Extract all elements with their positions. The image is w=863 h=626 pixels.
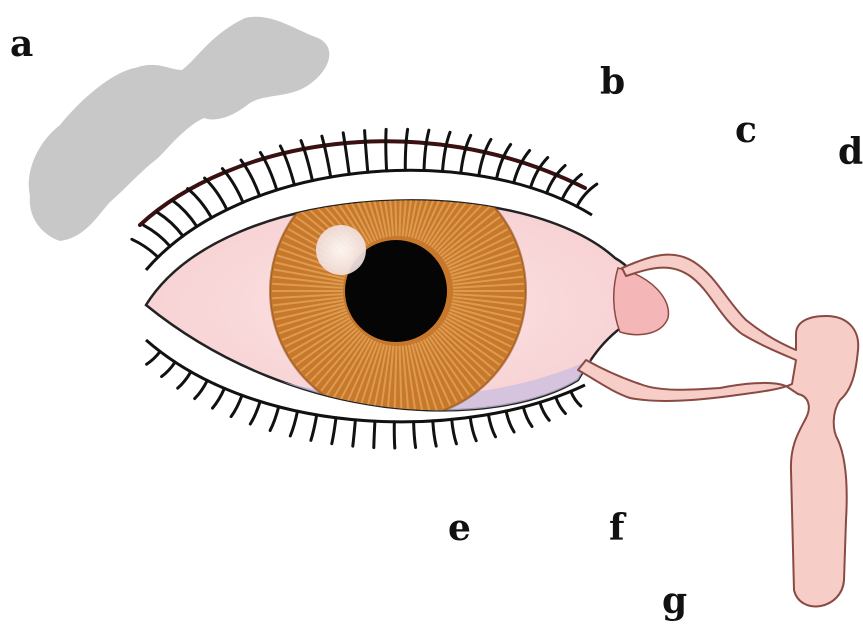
caruncle [614,268,669,335]
eyelash [540,402,549,420]
eyelash [443,132,451,171]
eyelash [222,169,243,203]
eyelash [322,136,331,177]
eyelash [523,407,532,427]
eyelash [250,402,260,425]
eyelash [571,391,581,406]
eyelash [332,418,336,444]
label-e: e [448,510,471,546]
eyelash [556,397,566,413]
eyelash [188,189,212,218]
eyelash [433,421,436,446]
eyelash [461,135,471,173]
eyelash [405,129,407,170]
eyelash [290,411,297,436]
eyelash [162,362,176,377]
eyelash [147,352,161,365]
eyelash [231,395,242,416]
eyelash [394,422,395,448]
eyelash [374,421,375,447]
eyelash [414,422,416,448]
eyelash [144,225,170,246]
eyelash [311,415,317,440]
eyelash [470,417,476,440]
label-a: a [10,26,33,62]
eyelash [205,178,227,210]
label-g: g [662,583,687,619]
eyelash [514,151,530,183]
eyelash [488,415,495,437]
label-b: b [600,64,625,100]
eyelash [353,420,356,446]
eyelash [506,411,514,432]
eyelash [132,239,158,257]
eyelash [531,158,548,188]
label-d: d [838,134,863,170]
eyelash [452,419,457,443]
eyelash [386,129,387,171]
eyelash [213,388,225,408]
eyelash [178,372,191,388]
eyelash [157,212,183,236]
label-c: c [735,112,757,148]
eyelash [424,130,429,170]
eyelash [195,381,208,399]
eyelash [497,145,511,179]
eyelash [270,407,279,431]
corneal-glint [316,225,366,275]
eyelash [365,131,368,173]
eyelash [172,200,197,227]
label-f: f [609,510,625,546]
eyelash [241,160,260,196]
eyelash [479,139,491,175]
eyelash [343,133,349,175]
